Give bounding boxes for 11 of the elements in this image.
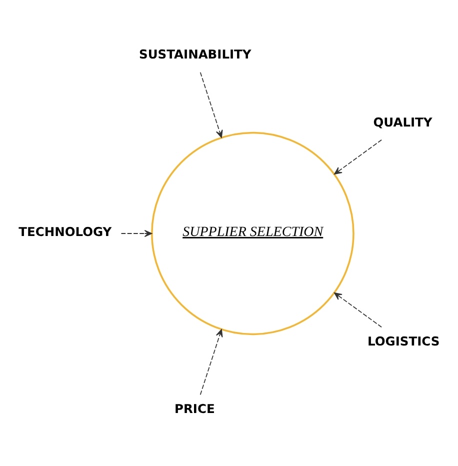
arrow — [120, 229, 152, 237]
node-text: LOGISTICS — [368, 334, 440, 348]
node-text: PRICE — [174, 402, 215, 416]
arrow — [334, 292, 382, 328]
node-text: SUSTAINABILITY — [139, 47, 252, 62]
arrow — [200, 328, 223, 395]
node-text: QUALITY — [373, 114, 432, 129]
node-text: TECHNOLOGY — [18, 224, 112, 238]
arrow — [334, 138, 382, 174]
arrow — [200, 71, 223, 138]
node-circle: SUPPLIER SELECTION — [151, 131, 354, 335]
